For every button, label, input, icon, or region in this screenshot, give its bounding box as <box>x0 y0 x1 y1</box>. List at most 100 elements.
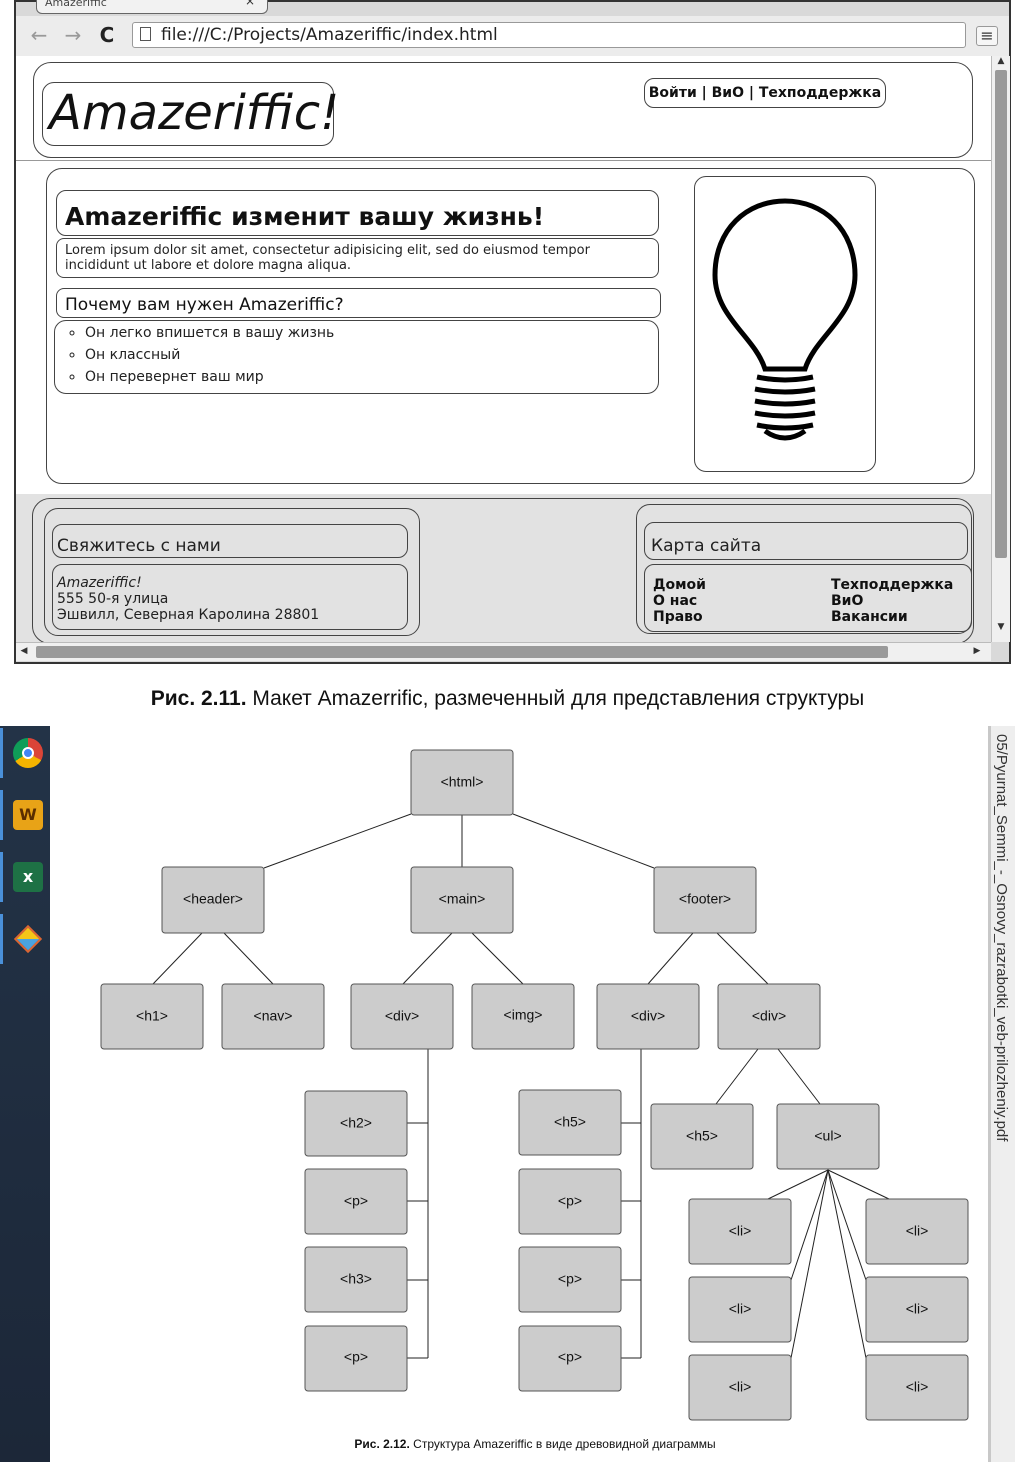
tab-title: Amazeriffic <box>45 0 107 9</box>
tree-node-img: <img> <box>471 983 575 1050</box>
tree-node-html: <html> <box>410 749 514 816</box>
node-label: <header> <box>183 891 243 907</box>
tree-node-h5: <h5> <box>518 1089 622 1156</box>
top-nav[interactable]: Войти | ВиО | Техподдержка <box>644 78 886 108</box>
browser-tab[interactable]: Amazeriffic × <box>36 0 268 14</box>
node-label: <main> <box>439 891 486 907</box>
lorem-line: Lorem ipsum dolor sit amet, consectetur … <box>65 243 590 258</box>
node-label: <li> <box>729 1301 752 1317</box>
tree-node-p: <p> <box>518 1246 622 1313</box>
reload-icon[interactable]: C <box>99 23 115 47</box>
caption-text: Структура Amazeriffic в виде древовидной… <box>409 1437 716 1451</box>
horizontal-scrollbar[interactable]: ◀ ▶ <box>16 642 991 661</box>
node-label: <p> <box>344 1193 368 1209</box>
tree-node-main: <main> <box>410 866 514 934</box>
tree-node-h3: <h3> <box>304 1246 408 1313</box>
side-panel[interactable]: 05/Pyurnat_Semmi_-_Osnovy_razrabotki_veb… <box>988 726 1015 1462</box>
node-label: <footer> <box>679 891 731 907</box>
list-item: Он классный <box>85 345 658 367</box>
sitemap-link[interactable]: Вакансии <box>831 609 908 625</box>
browser-menu-icon[interactable]: ≡ <box>976 26 998 46</box>
tree-node-h2: <h2> <box>304 1090 408 1157</box>
tree-node-li: <li> <box>865 1354 969 1421</box>
page-icon <box>140 27 151 41</box>
browser-window: Amazeriffic × ← → C file:///C:/Projects/… <box>14 0 1011 664</box>
chrome-icon[interactable] <box>0 728 50 778</box>
w-app-icon[interactable]: W <box>0 790 50 840</box>
pdf-filename: 05/Pyurnat_Semmi_-_Osnovy_razrabotki_veb… <box>993 734 1010 1142</box>
caption-label: Рис. 2.11. <box>150 687 247 710</box>
node-label: <html> <box>441 774 484 790</box>
address-name: Amazeriffic! <box>57 575 142 591</box>
tree-node-p: <p> <box>304 1168 408 1235</box>
tree-node-nav: <nav> <box>221 983 325 1050</box>
node-label: <p> <box>558 1271 582 1287</box>
caption-text: Макет Amazerrific, размеченный для предс… <box>246 687 865 710</box>
url-text: file:///C:/Projects/Amazeriffic/index.ht… <box>161 25 498 45</box>
horizontal-scroll-thumb[interactable] <box>36 646 888 658</box>
lorem-paragraph: Lorem ipsum dolor sit amet, consectetur … <box>56 238 659 278</box>
main-outline <box>46 168 975 484</box>
node-label: <li> <box>729 1379 752 1395</box>
excel-icon[interactable]: x <box>0 852 50 902</box>
sitemap-link[interactable]: Домой <box>653 577 706 593</box>
sitemap-link[interactable]: Техподдержка <box>831 577 954 593</box>
browser-toolbar: ← → C file:///C:/Projects/Amazeriffic/in… <box>16 16 1009 57</box>
back-arrow-icon[interactable]: ← <box>30 23 48 47</box>
sitemap-link[interactable]: Право <box>653 609 703 625</box>
node-label: <ul> <box>814 1128 841 1144</box>
sitemap-links: Домой О нас Право Техподдержка ВиО Вакан… <box>644 564 972 632</box>
diamond-app-icon[interactable] <box>0 914 50 964</box>
scroll-down-icon[interactable]: ▼ <box>997 622 1005 632</box>
list-item: Он легко впишется в вашу жизнь <box>85 323 658 345</box>
reasons-list: Он легко впишется в вашу жизнь Он классн… <box>54 320 659 394</box>
node-label: <li> <box>906 1223 929 1239</box>
vertical-scroll-thumb[interactable] <box>995 70 1007 558</box>
figure-caption-2-12: Рис. 2.12. Структура Amazeriffic в виде … <box>0 1437 1015 1451</box>
tree-node-li: <li> <box>865 1276 969 1343</box>
forward-arrow-icon[interactable]: → <box>64 23 82 47</box>
tree-node-p: <p> <box>518 1168 622 1235</box>
main-headline: Amazeriffic изменит вашу жизнь! <box>56 190 659 236</box>
caption-label: Рис. 2.12. <box>354 1437 410 1451</box>
contact-block <box>44 508 420 636</box>
page-viewport: Amazeriffic! Войти | ВиО | Техподдержка … <box>16 56 991 642</box>
node-label: <h1> <box>136 1008 168 1024</box>
node-label: <li> <box>906 1301 929 1317</box>
why-heading: Почему вам нужен Amazeriffic? <box>56 288 661 318</box>
tree-node-li: <li> <box>688 1198 792 1265</box>
address-block: Amazeriffic! 555 50-я улица Эшвилл, Севе… <box>52 564 408 630</box>
scroll-up-icon[interactable]: ▲ <box>997 56 1005 66</box>
node-label: <h5> <box>554 1114 586 1130</box>
footer-outline <box>32 498 974 642</box>
node-label: <p> <box>558 1349 582 1365</box>
lightbulb-icon <box>712 198 858 441</box>
scroll-left-icon[interactable]: ◀ <box>20 646 28 656</box>
footer-area <box>16 494 991 642</box>
node-label: <h3> <box>340 1271 372 1287</box>
sitemap-link[interactable]: ВиО <box>831 593 864 609</box>
tree-node-footer-div1: <div> <box>596 983 700 1050</box>
tree-node-h1: <h1> <box>100 983 204 1050</box>
vertical-scrollbar[interactable]: ▲ ▼ <box>991 56 1010 642</box>
header-divider <box>16 160 991 161</box>
node-label: <div> <box>752 1008 786 1024</box>
address-bar[interactable]: file:///C:/Projects/Amazeriffic/index.ht… <box>132 22 966 48</box>
node-label: <li> <box>729 1223 752 1239</box>
tree-node-li: <li> <box>688 1354 792 1421</box>
tree-node-main-div: <div> <box>350 983 454 1050</box>
lorem-line: incididunt ut labore et dolore magna ali… <box>65 258 352 273</box>
tree-node-footer-div2: <div> <box>717 983 821 1050</box>
node-label: <div> <box>385 1008 419 1024</box>
sitemap-link[interactable]: О нас <box>653 593 698 609</box>
site-logo[interactable]: Amazeriffic! <box>42 82 339 146</box>
scroll-right-icon[interactable]: ▶ <box>973 646 981 656</box>
tree-node-footer: <footer> <box>653 866 757 934</box>
tab-close-icon[interactable]: × <box>244 0 255 8</box>
tree-node-p: <p> <box>304 1325 408 1392</box>
sitemap-heading: Карта сайта <box>644 522 968 560</box>
node-label: <nav> <box>254 1008 293 1024</box>
taskbar: W x <box>0 726 50 1462</box>
header-outline <box>33 62 973 158</box>
